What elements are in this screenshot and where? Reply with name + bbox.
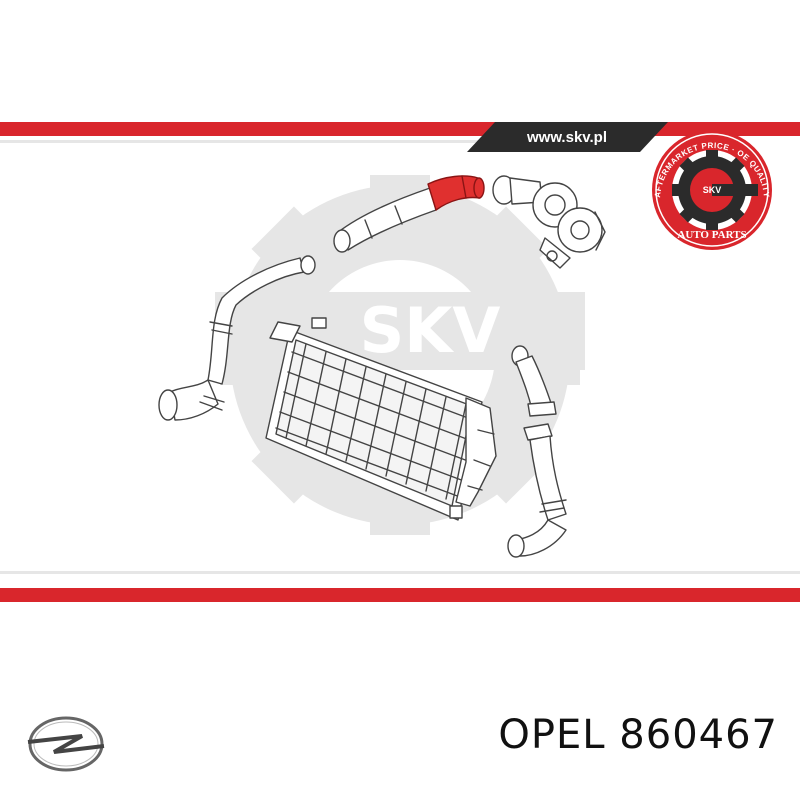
badge-core-text: SKV: [703, 185, 722, 195]
product-label: OPEL 860467: [498, 712, 778, 758]
site-url[interactable]: www.skv.pl: [526, 129, 607, 146]
turbocharger: [492, 175, 606, 269]
badge-bottom-text: AUTO PARTS: [677, 229, 746, 241]
bottom-band: [0, 571, 800, 602]
upper-intake-hose: [333, 175, 485, 253]
top-banner: www.skv.pl: [0, 122, 800, 152]
gear-badge-icon: SKV AFTERMARKET PRICE · OE QUALITY AUTO …: [652, 130, 772, 250]
url-banner: [467, 122, 668, 152]
left-hose: [158, 255, 316, 421]
parts-diagram: www.skv.pl SKV: [0, 122, 800, 602]
watermark-text: SKV: [360, 294, 501, 367]
intercooler: [265, 317, 497, 521]
right-hose: [507, 345, 567, 558]
opel-lightning-logo-icon: [27, 716, 105, 772]
